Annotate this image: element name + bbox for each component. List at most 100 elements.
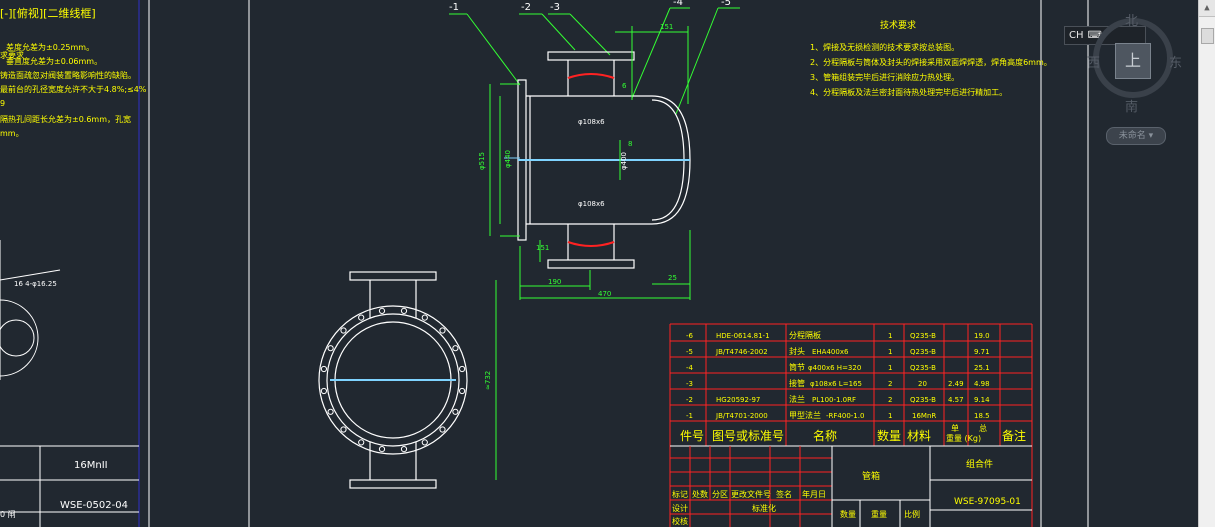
bolt-hole: [340, 426, 347, 433]
bolt-hole: [439, 327, 446, 334]
bom-spec-3: φ400x6 H=320: [808, 364, 861, 372]
bom-total-6: 18.5: [974, 412, 990, 420]
bom-header-no: 件号: [680, 429, 704, 443]
dim-phi108-bot: φ108x6: [578, 200, 605, 208]
bolt-hole: [340, 327, 347, 334]
bolt-hole: [378, 446, 386, 453]
left-note-5: 最前台的孔径宽度允许不大于4.8%;≤4%: [0, 84, 147, 94]
keyboard-icon[interactable]: ⌨: [1087, 30, 1102, 41]
tb-label-change: 更改文件号: [731, 489, 771, 499]
weld-marks: [567, 73, 615, 247]
ucs-dropdown[interactable]: 未命名 ▾: [1106, 127, 1166, 145]
bom-no-5: -2: [686, 396, 693, 404]
bom-table: -6 HDE-0614.81-1 分程隔板 1 Q235-B 19.0 -5 J…: [669, 323, 1033, 527]
bom-qty-3: 1: [888, 364, 892, 372]
dim-phi515: φ515: [478, 152, 486, 170]
dim-8: 8: [628, 140, 632, 148]
bom-total-2: 9.71: [974, 348, 990, 356]
left-note-6: 9: [0, 99, 5, 108]
viewcube-north[interactable]: 北: [1125, 14, 1139, 29]
bom-total-3: 25.1: [974, 364, 990, 372]
callout-3: -3: [550, 2, 560, 13]
dim-732: ≈732: [484, 371, 492, 390]
bom-qty-4: 2: [888, 380, 892, 388]
dim-phi440: φ440: [504, 150, 512, 168]
tb-name: 管箱: [862, 470, 880, 482]
bom-header-mat: 材料: [907, 429, 931, 443]
tech-requirements: 技术要求 1、焊接及无损检测的技术要求按总装图。 2、分程隔板与筒体及封头的焊接…: [810, 19, 1052, 97]
bom-qty-1: 1: [888, 332, 892, 340]
bom-qty-2: 1: [888, 348, 892, 356]
bolt-hole: [320, 365, 327, 373]
tech-item-1: 1、焊接及无损检测的技术要求按总装图。: [810, 42, 959, 52]
bolt-hole: [327, 345, 334, 352]
bom-total-5: 9.14: [974, 396, 990, 404]
bom-name-4: 接管: [789, 378, 805, 388]
bom-name-6: 甲型法兰: [789, 410, 821, 420]
dim-151-bot: 151: [536, 244, 549, 252]
ime-language-label[interactable]: CH: [1069, 30, 1084, 41]
sheet-borders: [148, 0, 1089, 527]
left-note-8: mm。: [0, 129, 24, 138]
tech-item-3: 3、管箱组装完毕后进行消除应力热处理。: [810, 72, 959, 82]
title-block: 标记 处数 分区 更改文件号 签名 年月日 设计 标准化 校核 管箱 组合件 W…: [670, 446, 1032, 527]
left-note-4: 铸造面疏忽对阀装置略影响性的缺陷。: [0, 70, 136, 80]
left-dim-label: 16 4-φ16.25: [14, 280, 57, 288]
tb-check: 校核: [672, 516, 688, 526]
bom-spec-6: -RF400-1.0: [826, 412, 864, 420]
bom-std-1: HDE-0614.81-1: [716, 332, 770, 340]
bolt-hole: [452, 408, 459, 415]
scroll-thumb[interactable]: [1201, 28, 1214, 44]
bolt-hole: [400, 307, 408, 314]
bom-spec-5: PL100-1.0RF: [812, 396, 856, 404]
dim-phi400: φ400: [620, 152, 628, 170]
tb-label-zone: 分区: [712, 490, 728, 499]
bolt-hole: [459, 365, 466, 373]
bolt-hole: [327, 408, 334, 415]
bom-no-2: -5: [686, 348, 693, 356]
bom-spec-2: EHA400x6: [812, 348, 849, 356]
left-note-3: 垂直度允差为±0.06mm。: [6, 56, 102, 66]
bom-no-3: -4: [686, 364, 694, 372]
bom-header-std: 图号或标准号: [712, 429, 784, 443]
bom-unit-4: 2.49: [948, 380, 964, 388]
left-corner-text: 0 闸: [0, 510, 16, 519]
bom-mat-6: 16MnR: [912, 412, 936, 420]
scroll-up-arrow-icon[interactable]: ▲: [1199, 0, 1215, 17]
bom-header-unit: 单: [951, 423, 959, 433]
bom-std-2: JB/T4746-2002: [715, 348, 768, 356]
bom-unit-5: 4.57: [948, 396, 964, 404]
bom-spec-4: φ108x6 L=165: [810, 380, 862, 388]
viewcube-west[interactable]: 西: [1087, 56, 1101, 71]
vertical-scrollbar[interactable]: ▲: [1198, 0, 1215, 527]
callout-4: -4: [673, 0, 683, 8]
bolt-hole: [452, 345, 459, 352]
left-note-2: 差度允差为±0.25mm。: [6, 42, 94, 52]
dim-470: 470: [598, 290, 611, 298]
dim-25: 25: [668, 274, 677, 282]
bom-mat-1: Q235-B: [910, 332, 936, 340]
dimension-lines: [489, 26, 691, 480]
bom-header-name: 名称: [813, 428, 837, 443]
bom-header-qty: 数量: [877, 428, 901, 443]
bom-header-weight: 重量 (Kg): [946, 433, 981, 443]
viewcube-top-face[interactable]: 上: [1115, 43, 1151, 79]
callout-2: -2: [521, 2, 531, 13]
bom-std-5: HG20592-97: [716, 396, 760, 404]
tech-title: 技术要求: [880, 19, 916, 31]
left-note-7: 隔热孔间距长允差为±0.6mm，孔宽: [0, 114, 131, 124]
bom-no-6: -1: [686, 412, 693, 420]
bom-mat-3: Q235-B: [910, 364, 936, 372]
bolt-hole: [421, 439, 428, 446]
viewcube-south[interactable]: 南: [1125, 100, 1139, 115]
tb-scale: 比例: [904, 509, 920, 519]
bom-name-5: 法兰: [789, 394, 805, 404]
left-partial-drawing: [-][俯视][二维线框] 求要求 差度允差为±0.25mm。 垂直度允差为±0…: [0, 6, 147, 527]
viewcube[interactable]: 北 西 东 南 上: [1085, 8, 1185, 148]
bolt-hole: [358, 314, 365, 321]
viewcube-east[interactable]: 东: [1169, 56, 1183, 71]
bom-name-1: 分程隔板: [789, 330, 821, 340]
callout-1: -1: [449, 2, 459, 13]
compass-ring[interactable]: [1093, 18, 1173, 98]
